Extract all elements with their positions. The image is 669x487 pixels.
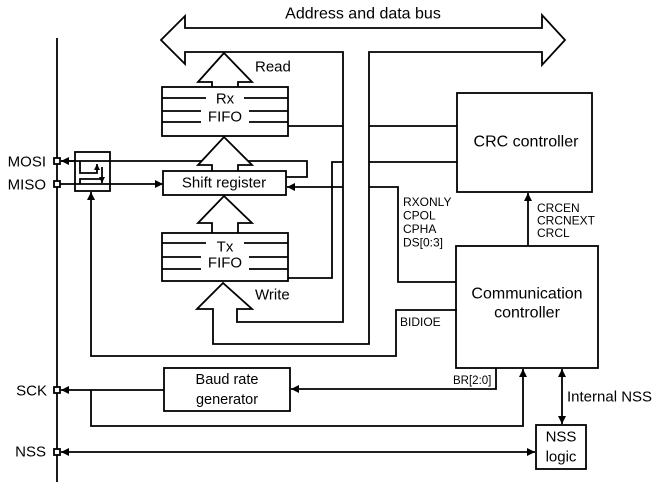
communication-controller-label-2: controller: [494, 305, 560, 322]
read-label: Read: [255, 59, 291, 76]
baud-rate-generator-box: [163, 367, 291, 412]
miso-pin-label: MISO: [8, 177, 46, 194]
sck-feedback-line: [90, 369, 527, 427]
mosi-pin-label: MOSI: [8, 154, 46, 171]
mosi-line: [61, 157, 308, 178]
signal-ds: DS[0:3]: [403, 236, 443, 250]
crc-controller-label: CRC controller: [474, 134, 580, 151]
switch-down-path: [79, 178, 102, 184]
rx-label-bg: [206, 92, 244, 106]
control-signals-line: [369, 186, 457, 283]
rx-fifo: Rx FIFO: [161, 86, 289, 137]
communication-controller-label-1: Communication: [471, 286, 582, 303]
communication-controller-box: [455, 245, 599, 369]
bidioe-line: [87, 192, 457, 357]
switch-up-path-icon: [79, 161, 100, 174]
mosi-pin: [53, 157, 61, 165]
signal-crcnext: CRCNEXT: [537, 214, 596, 228]
nss-pin: [53, 448, 61, 456]
signal-crcl: CRCL: [537, 226, 570, 240]
baud-rate-generator-label-1: Baud rate: [196, 372, 259, 388]
miso-pin: [53, 180, 61, 188]
tx-label-bg: [206, 238, 244, 252]
crc-controller-box: [456, 92, 593, 193]
rx-fifo-label-2: FIFO: [208, 109, 242, 126]
tx-fifo-label-bg: [201, 254, 249, 272]
shift-register-box: [162, 170, 287, 196]
signal-br: BR[2:0]: [453, 375, 491, 387]
nss-logic-label-2: logic: [546, 449, 577, 466]
rx-fifo-label-1: Rx: [216, 91, 235, 108]
bidirectional-switch: [60, 151, 111, 192]
nss-pin-label: NSS: [15, 444, 46, 461]
sck-pin-label: SCK: [16, 383, 47, 400]
signal-rxonly: RXONLY: [403, 195, 451, 209]
tx-to-shift-arrow: [195, 194, 255, 233]
tx-fifo-bus-link: [288, 161, 343, 279]
internal-nss-label: Internal NSS: [567, 389, 652, 406]
signal-cpha: CPHA: [403, 222, 436, 236]
tx-fifo-label-1: Tx: [217, 239, 234, 256]
signal-cpol: CPOL: [403, 209, 436, 223]
rx-fifo-label-bg: [201, 108, 249, 125]
shift-to-rx-arrow: [195, 135, 255, 171]
signal-crcen: CRCEN: [537, 201, 580, 215]
write-label: Write: [255, 287, 290, 304]
shift-register-label: Shift register: [182, 175, 266, 192]
signal-bidioe: BIDIOE: [400, 315, 441, 329]
tx-fifo: Tx FIFO: [161, 232, 289, 282]
sck-pin: [53, 386, 61, 394]
bus-label: Address and data bus: [285, 6, 441, 23]
baud-rate-generator-label-2: generator: [196, 392, 258, 408]
tx-fifo-label-2: FIFO: [208, 255, 242, 272]
nss-logic-box: [535, 424, 587, 470]
nss-logic-label-1: NSS: [546, 429, 577, 446]
read-arrow: [195, 51, 255, 87]
baud-rate-select-line: [291, 368, 497, 393]
